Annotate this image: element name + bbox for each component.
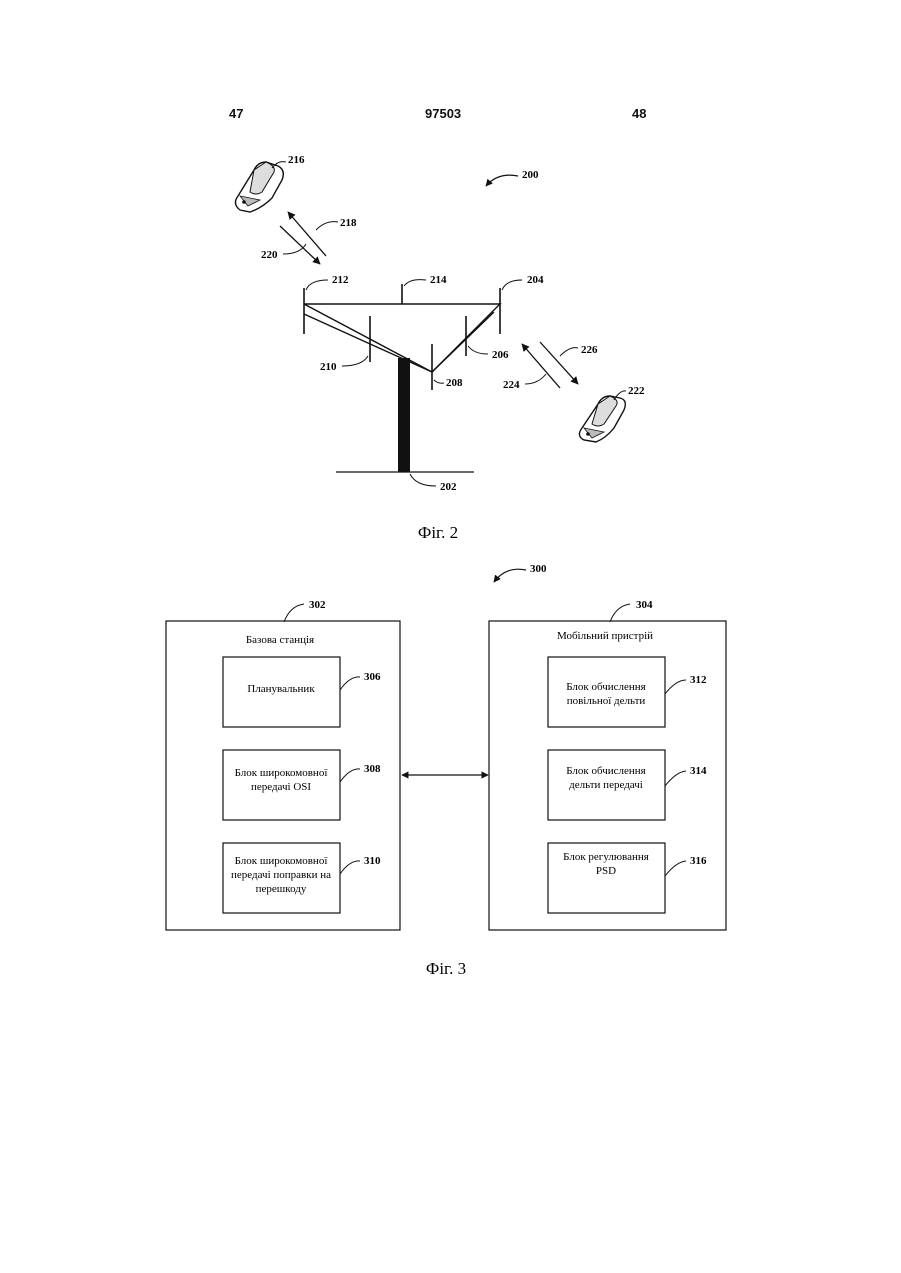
ref-312: 312 [690, 674, 707, 686]
block-308-line-1: Блок широкомовної [235, 767, 329, 779]
ref-308: 308 [364, 763, 381, 775]
block-310-line-3: перешкоду [256, 883, 307, 895]
block-312-line-1: Блок обчислення [566, 681, 645, 693]
ref-302: 302 [309, 599, 326, 611]
block-314-line-2: дельти передачі [569, 779, 643, 791]
block-314-line-1: Блок обчислення [566, 765, 645, 777]
block-308-line-2: передачі OSI [251, 781, 311, 793]
mobile-device-title: Мобільний пристрій [557, 630, 653, 642]
ref-300: 300 [530, 563, 547, 575]
block-310-line-1: Блок широкомовної [235, 855, 329, 867]
block-306-line-1: Планувальник [247, 683, 315, 695]
ref-316: 316 [690, 855, 707, 867]
block-316-line-2: PSD [596, 865, 616, 877]
figure-3-diagram: 300 302 Базова станція Планувальник 306 … [0, 0, 901, 1000]
ref-310: 310 [364, 855, 381, 867]
base-station-title: Базова станція [246, 634, 314, 646]
figure-3-caption: Фіг. 3 [426, 959, 466, 978]
block-316-line-1: Блок регулювання [563, 851, 649, 863]
block-312-line-2: повільної дельти [567, 695, 646, 707]
ref-304: 304 [636, 599, 653, 611]
ref-306: 306 [364, 671, 381, 683]
block-310-line-2: передачі поправки на [231, 869, 331, 881]
ref-314: 314 [690, 765, 707, 777]
